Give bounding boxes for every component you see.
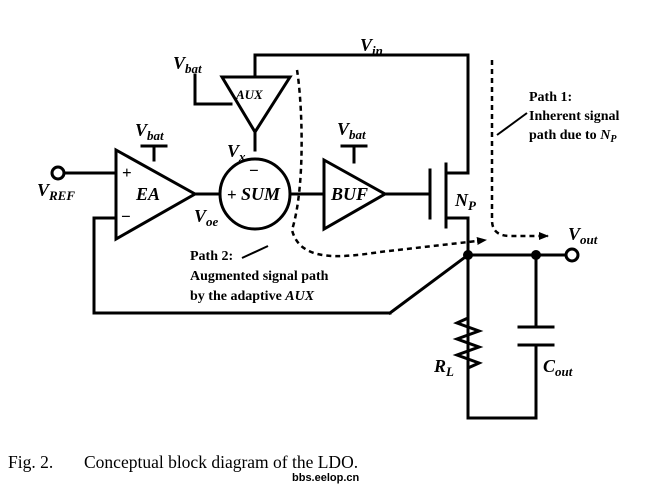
- ea-minus-sign: −: [121, 207, 131, 226]
- vout-label: Vout: [568, 224, 598, 247]
- path1-dashed-arrow: [490, 60, 549, 240]
- ea-amplifier: EA + −: [114, 147, 199, 242]
- aux-amplifier: AUX: [219, 75, 293, 135]
- path1-leader-line: [496, 112, 528, 136]
- buf-buffer: BUF: [322, 157, 389, 232]
- np-transistor: [428, 162, 448, 229]
- svg-text:Path 1:: Path 1:: [529, 90, 572, 105]
- figure-number: Fig. 2.: [8, 452, 53, 472]
- path1-annotation: Path 1: Inherent signal path due to NP: [529, 90, 619, 145]
- sum-plus-sign: +: [227, 185, 237, 204]
- path2-annotation: Path 2: Augmented signal path by the ada…: [190, 249, 329, 304]
- vout-terminal: [564, 247, 580, 263]
- svg-text:Path 2:: Path 2:: [190, 249, 233, 264]
- ea-plus-sign: +: [122, 163, 132, 182]
- vbat-label-aux: Vbat: [173, 53, 202, 76]
- svg-text:Augmented signal path: Augmented signal path: [190, 269, 329, 284]
- np-label: NP: [454, 190, 477, 213]
- vbat-label-ea: Vbat: [135, 120, 164, 143]
- rl-resistor: [452, 308, 484, 380]
- rl-label: RL: [433, 356, 454, 379]
- cout-label: Cout: [543, 356, 573, 379]
- vref-terminal: [50, 165, 66, 181]
- vin-label: Vin: [360, 35, 383, 58]
- path2-dashed-arrow: [290, 69, 487, 258]
- ea-label: EA: [135, 184, 160, 204]
- svg-text:path due to NP: path due to NP: [529, 128, 617, 145]
- cout-node: [531, 250, 541, 260]
- watermark: bbs.eelop.cn: [292, 472, 360, 484]
- buf-label: BUF: [330, 184, 368, 204]
- svg-text:Inherent signal: Inherent signal: [529, 109, 619, 124]
- vx-label: Vx: [227, 141, 246, 164]
- sum-label: SUM: [241, 184, 281, 204]
- sum-block: + SUM −: [218, 157, 292, 231]
- voe-label: Voe: [194, 206, 219, 229]
- aux-label: AUX: [235, 87, 263, 102]
- output-node: [463, 250, 473, 260]
- sum-minus-sign: −: [249, 161, 259, 180]
- figure-caption: Conceptual block diagram of the LDO.: [84, 452, 358, 472]
- cout-capacitor: [517, 325, 555, 347]
- vref-label: VREF: [37, 180, 75, 203]
- svg-text:by the adaptive AUX: by the adaptive AUX: [190, 289, 315, 304]
- vbat-label-buf: Vbat: [337, 119, 366, 142]
- wires: [62, 53, 568, 420]
- path2-leader-line: [241, 245, 269, 259]
